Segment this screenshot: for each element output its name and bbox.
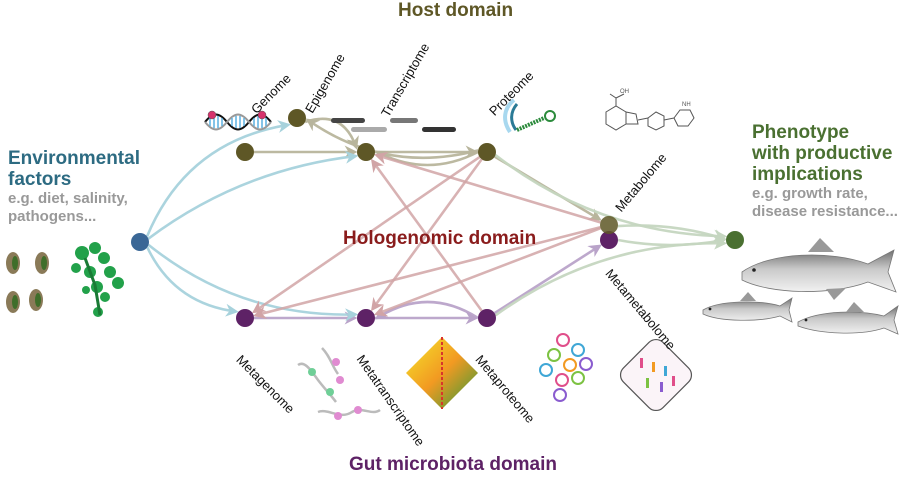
environmental-factors-block: Environmental factors e.g. diet, salinit… bbox=[8, 148, 140, 226]
node-metametabolome bbox=[600, 231, 618, 249]
phenotype-title-3: implications bbox=[752, 164, 863, 185]
node-metaproteome bbox=[478, 309, 496, 327]
metagenome-dna-icon bbox=[297, 347, 381, 420]
nodes-layer bbox=[131, 109, 744, 327]
node-epigenome bbox=[288, 109, 306, 127]
node-transcriptome bbox=[357, 143, 375, 161]
edge-metabolome-to-transcriptome bbox=[374, 151, 601, 224]
node-metatranscriptome bbox=[357, 309, 375, 327]
phenotype-example-2: disease resistance... bbox=[752, 203, 898, 220]
node-environment bbox=[131, 233, 149, 251]
edge-environment-to-metagenome bbox=[146, 246, 239, 317]
metaproteome-structures-icon bbox=[539, 333, 593, 402]
molecule-nh-label: NH bbox=[682, 102, 691, 108]
trout-icon-small-right bbox=[797, 302, 899, 335]
phenotype-example-1: e.g. growth rate, bbox=[752, 185, 868, 202]
edge-metabolome-to-metagenome bbox=[253, 225, 601, 320]
edge-proteome-to-epigenome bbox=[305, 118, 479, 160]
edge-metabolome-to-metatranscriptome bbox=[373, 227, 602, 317]
environmental-factors-title-1: Environmental bbox=[8, 148, 140, 169]
metabolite-molecule-icon bbox=[605, 93, 695, 131]
trout-icon-small-left bbox=[702, 292, 793, 323]
metatranscriptome-heatmap-icon bbox=[406, 337, 478, 409]
node-proteome bbox=[478, 143, 496, 161]
metametabolome-pathway-icon bbox=[619, 338, 693, 412]
phenotype-block: Phenotype with productive implications e… bbox=[752, 122, 898, 221]
trout-icon-large bbox=[741, 238, 897, 300]
edge-metaproteome-to-metametabolome bbox=[493, 244, 602, 315]
phenotype-title-2: with productive bbox=[752, 143, 893, 164]
hologenomic-domain-title: Hologenomic domain bbox=[343, 228, 537, 249]
dna-methylation-icon bbox=[204, 110, 272, 131]
environmental-factors-title-2: factors bbox=[8, 169, 72, 190]
edge-environment-to-epigenome bbox=[145, 120, 291, 237]
algae-icon bbox=[71, 242, 124, 317]
node-metabolome bbox=[600, 216, 618, 234]
edge-metaproteome-to-phenotype bbox=[494, 236, 728, 317]
transcript-bars-icon bbox=[331, 118, 456, 132]
edge-metabolome-to-phenotype bbox=[617, 224, 727, 242]
molecule-oh-label: OH bbox=[620, 89, 629, 95]
phenotype-title-1: Phenotype bbox=[752, 122, 850, 143]
edge-metaproteome-to-metatranscriptome bbox=[374, 300, 479, 320]
protein-structure-icon bbox=[503, 98, 556, 134]
edge-environment-to-metatranscriptome bbox=[147, 243, 359, 322]
edge-proteome-to-phenotype bbox=[494, 153, 728, 243]
gut-microbiota-domain-title: Gut microbiota domain bbox=[349, 454, 557, 475]
edge-metaproteome-to-transcriptome bbox=[370, 158, 483, 312]
edge-environment-to-transcriptome bbox=[147, 150, 359, 240]
host-domain-title: Host domain bbox=[398, 0, 514, 21]
zooplankton-icon bbox=[6, 252, 49, 313]
environmental-factors-example-2: pathogens... bbox=[8, 208, 97, 225]
node-genome bbox=[236, 143, 254, 161]
edges-layer bbox=[145, 117, 728, 325]
node-metagenome bbox=[236, 309, 254, 327]
environmental-factors-example-1: e.g. diet, salinity, bbox=[8, 190, 128, 207]
node-phenotype bbox=[726, 231, 744, 249]
